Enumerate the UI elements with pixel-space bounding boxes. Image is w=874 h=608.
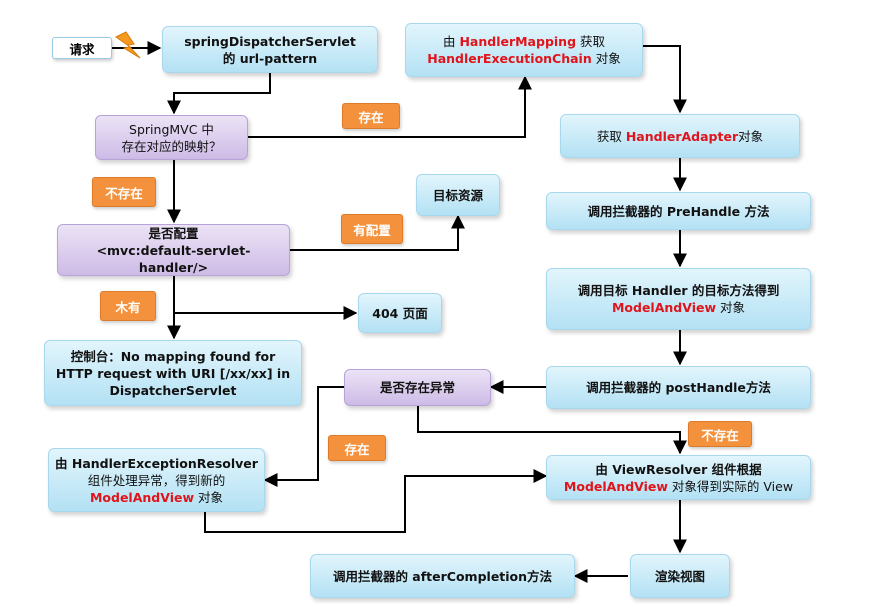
target-handler-line1: 调用目标 Handler 的目标方法得到 [577,283,780,298]
handler-mapping-post2: 对象 [591,51,621,66]
tag-not-configured: 木有 [100,291,156,321]
view-resolver-row2: ModelAndView 对象得到实际的 View [564,478,793,495]
default-servlet-box: 是否配置 <mvc:default-servlet-handler/> [57,224,290,276]
tag-configured: 有配置 [341,214,403,244]
target-resource-box: 目标资源 [416,174,500,216]
arrow-dispatcher-check [167,73,271,115]
arrow-check-handlermapping [248,75,532,138]
dispatcher-servlet-box: springDispatcherServlet 的 url-pattern [162,26,378,73]
request-start: 请求 [52,37,112,59]
handler-adapter-row: 获取 HandlerAdapter对象 [597,128,763,145]
tag-exists-1: 存在 [342,103,400,129]
console-box: 控制台：No mapping found for HTTP request wi… [44,340,302,406]
arrow-exception-viewresolver [417,406,687,455]
mapping-check-box: SpringMVC 中 存在对应的映射？ [95,115,248,160]
target-resource-label: 目标资源 [432,187,483,203]
page-404-box: 404 页面 [358,293,442,333]
view-resolver-post: 对象得到实际的 View [667,478,794,494]
after-completion-box: 调用拦截器的 afterCompletion方法 [310,554,575,598]
console-line1: 控制台：No mapping found for [70,348,276,364]
exception-resolver-red: ModelAndView [89,489,195,505]
handler-mapping-pre: 由 [442,34,460,49]
tag-exists-2: 存在 [328,435,386,461]
request-label: 请求 [69,41,95,57]
posthandle-box: 调用拦截器的 postHandle方法 [546,366,811,409]
exception-resolver-post: 对象 [194,489,223,505]
console-line2: HTTP request with URI [/xx/xx] in [55,365,291,381]
exception-resolver-row3: ModelAndView 对象 [90,489,223,506]
after-completion-text: 调用拦截器的 afterCompletion方法 [332,568,553,584]
exception-check-label: 是否存在异常 [379,380,455,395]
dispatcher-line2: 的 url-pattern [222,50,318,66]
tag-not-exists-1: 不存在 [92,177,156,207]
lightning-icon [115,31,141,59]
dispatcher-line1: springDispatcherServlet [184,33,356,49]
view-resolver-red: ModelAndView [563,478,668,494]
prehandle-text: 调用拦截器的 PreHandle 方法 [587,203,770,219]
mapping-check-line2: 存在对应的映射？ [121,138,222,154]
render-view-label: 渲染视图 [654,568,705,584]
arrow-default-resource [290,214,465,251]
exception-resolver-line1: 由 HandlerExceptionResolver [55,455,258,471]
handler-mapping-row2: HandlerExecutionChain 对象 [427,50,620,67]
handler-mapping-box: 由 HandlerMapping 获取 HandlerExecutionChai… [405,23,643,77]
target-handler-row2: ModelAndView 对象 [612,299,745,316]
default-servlet-line1: 是否配置 [148,225,199,241]
handler-adapter-red: HandlerAdapter [625,128,739,144]
arrow-exception-resolver [263,386,344,487]
target-handler-post: 对象 [716,300,745,315]
arrow-resolver-viewresolver [204,469,548,533]
handler-mapping-row1: 由 HandlerMapping 获取 [443,33,605,50]
handler-adapter-pre: 获取 [596,128,626,144]
render-view-box: 渲染视图 [630,554,730,598]
default-servlet-line2: <mvc:default-servlet-handler/> [96,242,251,275]
handler-mapping-post: 获取 [576,34,606,49]
exception-resolver-line2: 组件处理异常，得到新的 [87,472,226,488]
target-handler-red: ModelAndView [611,300,717,315]
tag-not-exists-2: 不存在 [688,421,752,447]
target-handler-box: 调用目标 Handler 的目标方法得到 ModelAndView 对象 [546,268,811,330]
exception-resolver-box: 由 HandlerExceptionResolver 组件处理异常，得到新的 M… [48,448,265,512]
posthandle-text: 调用拦截器的 postHandle方法 [586,380,771,395]
handler-mapping-red1: HandlerMapping [459,34,577,49]
console-line3: DispatcherServlet [109,382,237,398]
view-resolver-box: 由 ViewResolver 组件根据 ModelAndView 对象得到实际的… [546,455,811,500]
arrow-mapping-adapter [643,45,687,114]
handler-adapter-post: 对象 [738,128,764,144]
handler-mapping-red2: HandlerExecutionChain [427,51,592,66]
prehandle-box: 调用拦截器的 PreHandle 方法 [546,192,811,230]
exception-check-box: 是否存在异常 [344,369,491,406]
mapping-check-line1: SpringMVC 中 [129,121,214,137]
handler-adapter-box: 获取 HandlerAdapter对象 [560,114,800,158]
page-404-label: 404 页面 [372,305,428,321]
view-resolver-line1: 由 ViewResolver 组件根据 [595,461,762,477]
